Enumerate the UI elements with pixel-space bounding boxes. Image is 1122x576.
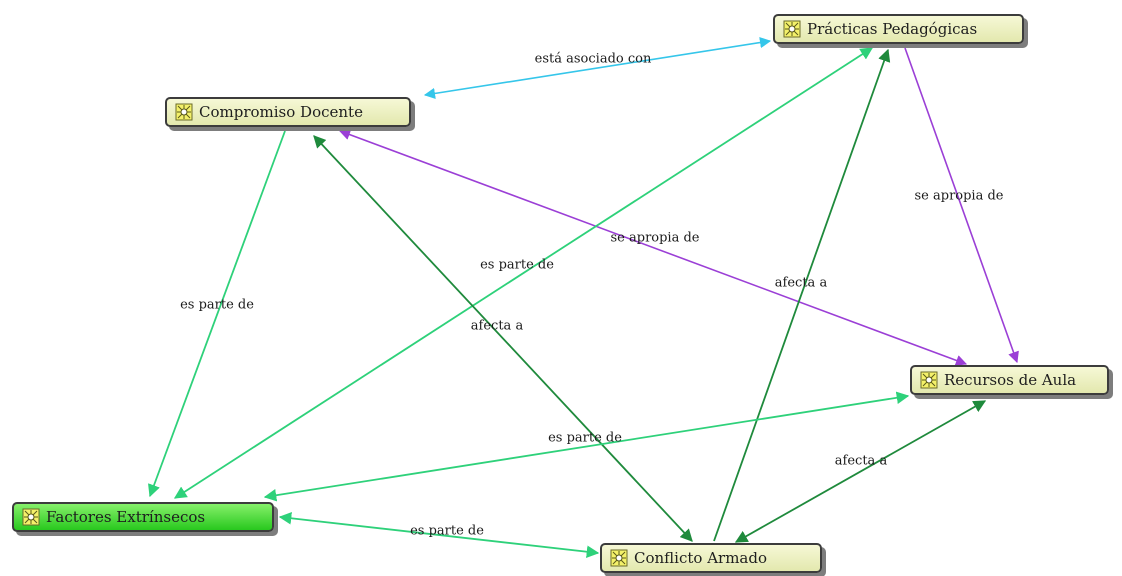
node-label: Conflicto Armado: [634, 548, 768, 567]
concept-node-icon: [783, 20, 801, 38]
node-label: Factores Extrínsecos: [46, 507, 206, 526]
node-compromiso-docente[interactable]: Compromiso Docente: [165, 97, 411, 127]
edge-label-afecta-conflicto-practicas: afecta a: [774, 275, 828, 291]
edge-parte-recursos-factores[interactable]: [263, 391, 910, 502]
edge-label-parte-recursos-factores: es parte de: [548, 430, 622, 446]
edge-label-apropia-practicas-recursos: se apropia de: [914, 188, 1004, 204]
edge-label-afecta-conflicto-recursos: afecta a: [834, 453, 888, 469]
concept-node-icon: [22, 508, 40, 526]
edge-label-parte-compromiso-factores: es parte de: [180, 297, 254, 313]
node-label: Prácticas Pedagógicas: [807, 19, 978, 38]
edge-label-asociado: está asociado con: [534, 51, 652, 67]
node-label: Recursos de Aula: [944, 370, 1077, 389]
edge-label-parte-practicas-factores: es parte de: [480, 257, 554, 273]
edge-asociado[interactable]: [423, 37, 772, 99]
edge-label-parte-conflicto-factores: es parte de: [410, 523, 484, 539]
edge-label-afecta-conflicto-compromiso: afecta a: [470, 318, 524, 334]
edge-afecta-conflicto-recursos[interactable]: [734, 400, 987, 543]
concept-node-icon: [175, 103, 193, 121]
edge-parte-conflicto-factores[interactable]: [278, 512, 600, 558]
node-practicas-pedagogicas[interactable]: Prácticas Pedagógicas: [773, 14, 1024, 44]
edge-label-apropia-compromiso-recursos: se apropia de: [610, 230, 700, 246]
edge-parte-compromiso-factores[interactable]: [148, 130, 286, 498]
node-factores-extrinsecos[interactable]: Factores Extrínsecos: [12, 502, 274, 532]
node-conflicto-armado[interactable]: Conflicto Armado: [600, 543, 822, 573]
concept-node-icon: [920, 371, 938, 389]
concept-node-icon: [610, 549, 628, 567]
node-label: Compromiso Docente: [199, 102, 363, 121]
edge-apropia-practicas-recursos[interactable]: [904, 47, 1019, 364]
node-recursos-de-aula[interactable]: Recursos de Aula: [910, 365, 1109, 395]
edge-apropia-compromiso-recursos[interactable]: [338, 129, 968, 366]
